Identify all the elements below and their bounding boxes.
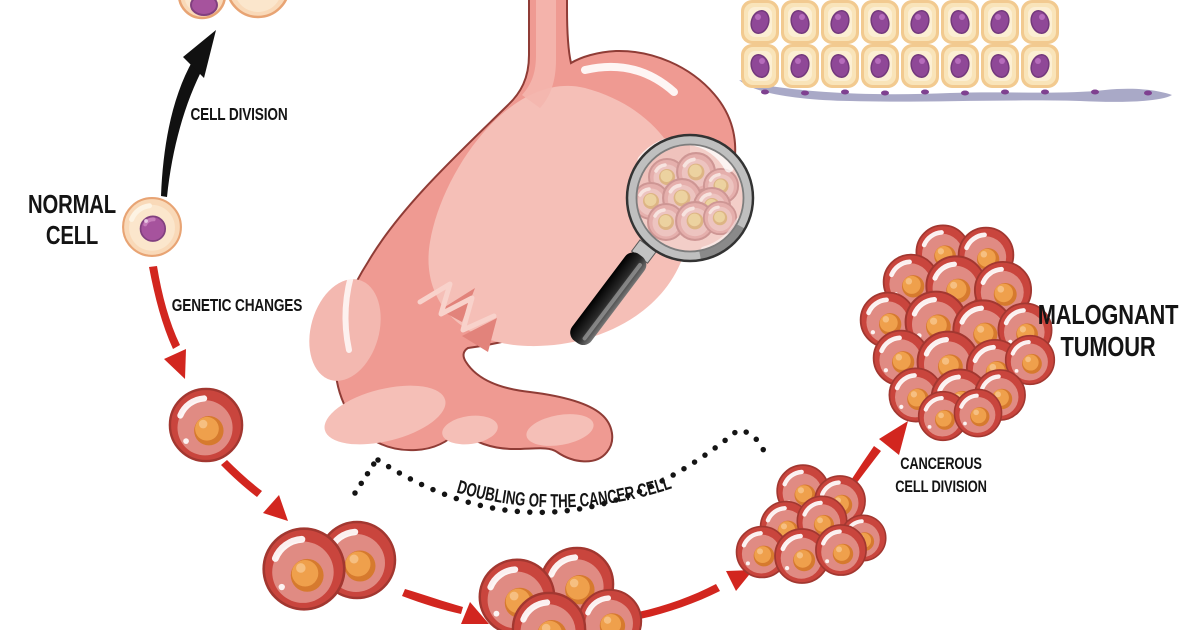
genetic-changes-label: GENETIC CHANGES xyxy=(171,295,303,315)
epithelial-cell xyxy=(820,43,860,89)
cancer-cell xyxy=(954,389,1001,436)
eight-cell-cluster xyxy=(737,465,888,583)
genetic-changes-arrow-icon xyxy=(149,266,186,379)
epithelial-cell xyxy=(780,0,820,45)
epithelial-cell xyxy=(900,0,940,45)
stomach-fold xyxy=(462,318,497,352)
cancerous-cell-division-label: CANCEROUS CELL DIVISION xyxy=(895,453,987,499)
lens-rim-outer xyxy=(625,133,755,263)
epithelial-cell xyxy=(820,0,860,45)
epithelial-cell xyxy=(980,43,1020,89)
stomach-illustration xyxy=(309,0,737,463)
doubling-dotted-path xyxy=(352,427,769,516)
epithelial-tissue xyxy=(739,0,1172,102)
epithelial-cell xyxy=(1020,0,1060,45)
membrane-nuclei xyxy=(761,89,1152,96)
two-cell-cluster xyxy=(264,522,395,609)
cell-division-label: CELL DIVISION xyxy=(190,104,288,124)
epithelial-cell xyxy=(780,43,820,89)
malignant-tumour-label: MALOGNANT TUMOUR xyxy=(1038,299,1179,363)
cancerous-label-line2: CELL DIVISION xyxy=(895,478,987,496)
epithelial-cell xyxy=(980,0,1020,45)
normal-cell-label: NORMAL CELL xyxy=(28,189,116,251)
arrow-to-eight-cells-icon xyxy=(638,570,753,619)
stomach-crease-highlight xyxy=(417,281,497,333)
cancerous-label-line1: CANCEROUS xyxy=(900,455,982,473)
cancer-cell xyxy=(264,529,345,610)
single-cancer-cell xyxy=(170,389,242,461)
epithelial-cell xyxy=(740,43,780,89)
duodenum-highlight xyxy=(526,414,594,446)
epithelial-cell xyxy=(860,0,900,45)
doubling-label-text: DOUBLING OF THE CANCER CELL xyxy=(455,473,675,512)
arrow-to-two-cells-icon xyxy=(221,460,288,521)
esophagus-highlight xyxy=(522,0,556,108)
malignant-label-line1: MALOGNANT xyxy=(1037,299,1179,330)
arrow-to-four-cells-icon xyxy=(402,589,489,624)
dividing-cell-inner xyxy=(237,0,279,12)
stomach-gloss xyxy=(581,62,678,96)
normal-cell-label-line1: NORMAL xyxy=(27,189,117,219)
doubling-label: DOUBLING OF THE CANCER CELL xyxy=(455,473,675,512)
malignant-tumour-cluster xyxy=(861,225,1055,440)
lens-rim-shadow xyxy=(698,223,744,260)
pylorus-highlight xyxy=(442,415,498,445)
cancer-cell xyxy=(816,525,866,575)
lens-rim-inner xyxy=(635,143,745,253)
four-cell-cluster xyxy=(480,548,641,630)
dividing-cell-nucleus xyxy=(190,0,218,16)
lens-rim xyxy=(627,135,753,261)
cell-division-arrow-icon xyxy=(161,30,216,197)
epithelial-cell xyxy=(940,43,980,89)
magnifying-glass-icon xyxy=(570,133,755,346)
stomach-gloss-left xyxy=(342,263,357,353)
magnifier-handle xyxy=(570,239,657,346)
normal-cell-illustration xyxy=(122,197,182,257)
normal-cell-label-line2: CELL xyxy=(45,220,99,250)
basement-membrane xyxy=(739,80,1172,102)
dividing-normal-cells xyxy=(178,0,288,20)
stomach-sac-highlight xyxy=(324,385,446,445)
epithelial-cell xyxy=(860,43,900,89)
epithelial-cell xyxy=(940,0,980,45)
epithelial-cell xyxy=(740,0,780,45)
malignant-label-line2: TUMOUR xyxy=(1060,331,1156,362)
epithelial-cell xyxy=(1020,43,1060,89)
epithelial-cell xyxy=(900,43,940,89)
